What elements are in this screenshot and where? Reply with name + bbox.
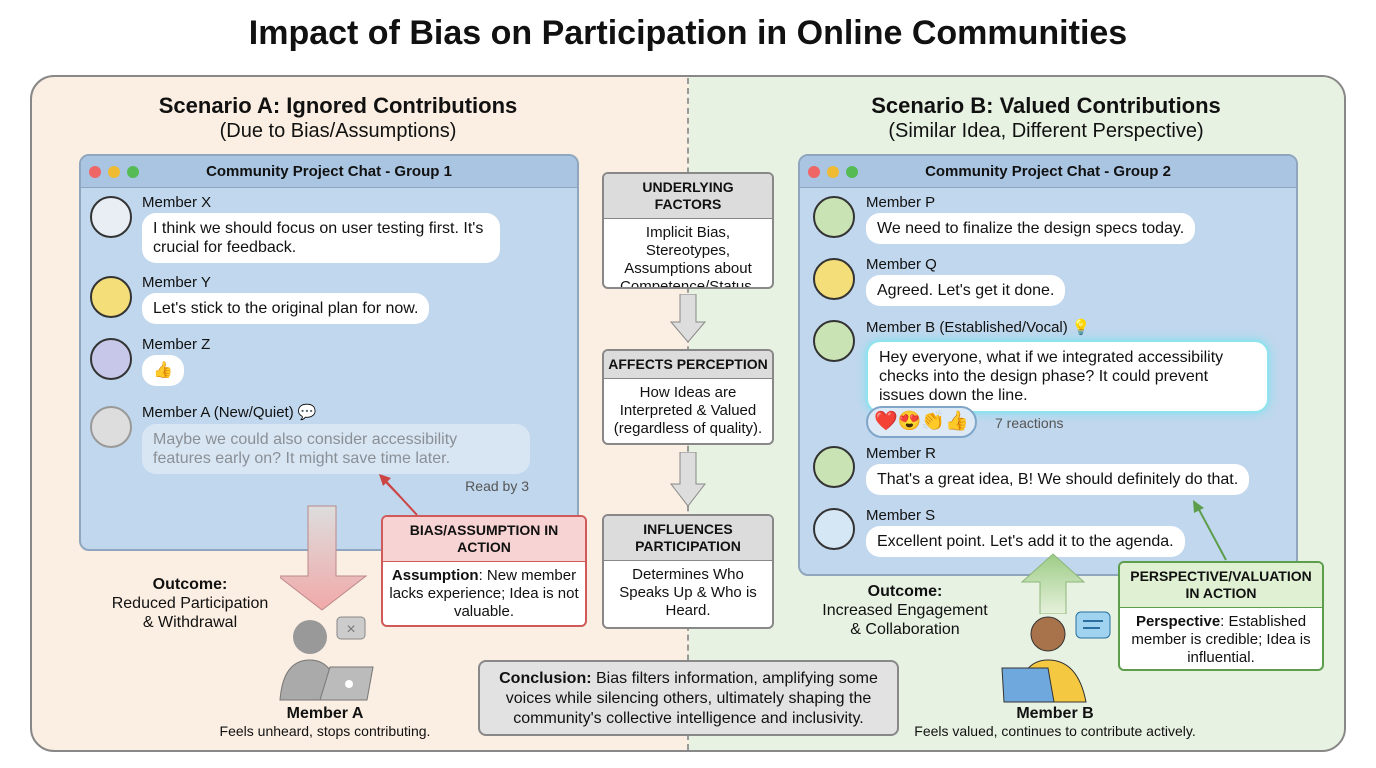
callout-label: Perspective bbox=[1135, 613, 1221, 630]
avatar-member-y bbox=[90, 276, 132, 318]
up-arrow-green bbox=[1020, 553, 1086, 614]
avatar-member-r bbox=[813, 446, 855, 488]
avatar-member-b bbox=[813, 320, 855, 362]
page-title: Impact of Bias on Participation in Onlin… bbox=[248, 14, 1128, 52]
flow-arrow-down bbox=[670, 294, 706, 343]
bias-callout: BIAS/ASSUMPTION IN ACTION Assumption: Ne… bbox=[381, 515, 587, 627]
avatar-member-x bbox=[90, 196, 132, 238]
avatar-member-q bbox=[813, 258, 855, 300]
member-name: Member Z bbox=[142, 336, 211, 353]
flow-arrow-down bbox=[670, 452, 706, 507]
pointer-arrow-green bbox=[1193, 500, 1227, 561]
chat-message-icon bbox=[1075, 611, 1111, 639]
message-bubble: That's a great idea, B! We should defini… bbox=[866, 464, 1250, 495]
member-name: Member P bbox=[866, 194, 936, 211]
member-name: Member B (Established/Vocal) 💡 bbox=[866, 319, 1091, 336]
message-bubble: 👍 bbox=[142, 355, 184, 386]
message-bubble: Excellent point. Let's add it to the age… bbox=[866, 526, 1185, 557]
member-b-figure bbox=[1001, 611, 1111, 703]
scenario-b-subtitle: (Similar Idea, Different Perspective) bbox=[888, 120, 1204, 142]
conclusion-box: Conclusion: Bias filters information, am… bbox=[478, 660, 899, 736]
read-receipt: Read by 3 bbox=[465, 478, 529, 494]
reaction-count: 7 reactions bbox=[995, 415, 1064, 431]
rejected-message-icon bbox=[336, 616, 366, 640]
message-bubble-highlighted: Hey everyone, what if we integrated acce… bbox=[866, 340, 1269, 413]
member-name: Member A (New/Quiet) 💬 bbox=[142, 404, 317, 421]
window-controls[interactable] bbox=[808, 166, 858, 178]
window-controls[interactable] bbox=[89, 166, 139, 178]
message-bubble: I think we should focus on user testing … bbox=[142, 213, 500, 263]
message-bubble: We need to finalize the design specs tod… bbox=[866, 213, 1196, 244]
member-name: Member Y bbox=[142, 274, 211, 291]
member-name: Member S bbox=[866, 507, 936, 524]
callout-text: : New member lacks experience; Idea is n… bbox=[389, 567, 579, 620]
callout-label: Assumption bbox=[391, 567, 479, 584]
avatar-member-a bbox=[90, 406, 132, 448]
callout-title: BIAS/ASSUMPTION IN ACTION bbox=[383, 517, 585, 562]
message-bubble: Agreed. Let's get it done. bbox=[866, 275, 1066, 306]
callout-text: : Established member is credible; Idea i… bbox=[1131, 613, 1311, 666]
chat-title: Community Project Chat - Group 1 bbox=[206, 163, 452, 180]
perspective-callout: PERSPECTIVE/VALUATION IN ACTION Perspect… bbox=[1118, 561, 1324, 671]
outcome-a: Outcome:Reduced Participation& Withdrawa… bbox=[111, 576, 269, 631]
member-a-figure: × bbox=[279, 616, 374, 701]
outcome-b: Outcome:Increased Engagement& Collaborat… bbox=[822, 583, 988, 638]
scenario-a-title: Scenario A: Ignored Contributions bbox=[158, 93, 518, 118]
scenario-a-subtitle: (Due to Bias/Assumptions) bbox=[219, 120, 457, 142]
member-name: Member X bbox=[142, 194, 212, 211]
message-bubble-faded: Maybe we could also consider accessibili… bbox=[142, 424, 530, 474]
svg-text:×: × bbox=[346, 621, 355, 638]
chat-window-group-2: Community Project Chat - Group 2 Member … bbox=[798, 154, 1298, 576]
chat-window-group-1: Community Project Chat - Group 1 Member … bbox=[79, 154, 579, 551]
avatar-member-p bbox=[813, 196, 855, 238]
callout-title: PERSPECTIVE/VALUATION IN ACTION bbox=[1120, 563, 1322, 608]
question-bubble-icon: 💬 bbox=[297, 404, 317, 421]
member-name: Member R bbox=[866, 445, 937, 462]
message-bubble: Let's stick to the original plan for now… bbox=[142, 293, 430, 324]
member-name: Member Q bbox=[866, 256, 937, 273]
reactions-pill[interactable]: ❤️😍👏👍 bbox=[866, 406, 977, 438]
chat-title: Community Project Chat - Group 2 bbox=[925, 163, 1171, 180]
pointer-arrow-red bbox=[379, 474, 418, 516]
scenario-b-title: Scenario B: Valued Contributions bbox=[871, 93, 1221, 118]
avatar-member-z bbox=[90, 338, 132, 380]
avatar-member-s bbox=[813, 508, 855, 550]
down-arrow-red bbox=[280, 505, 368, 611]
